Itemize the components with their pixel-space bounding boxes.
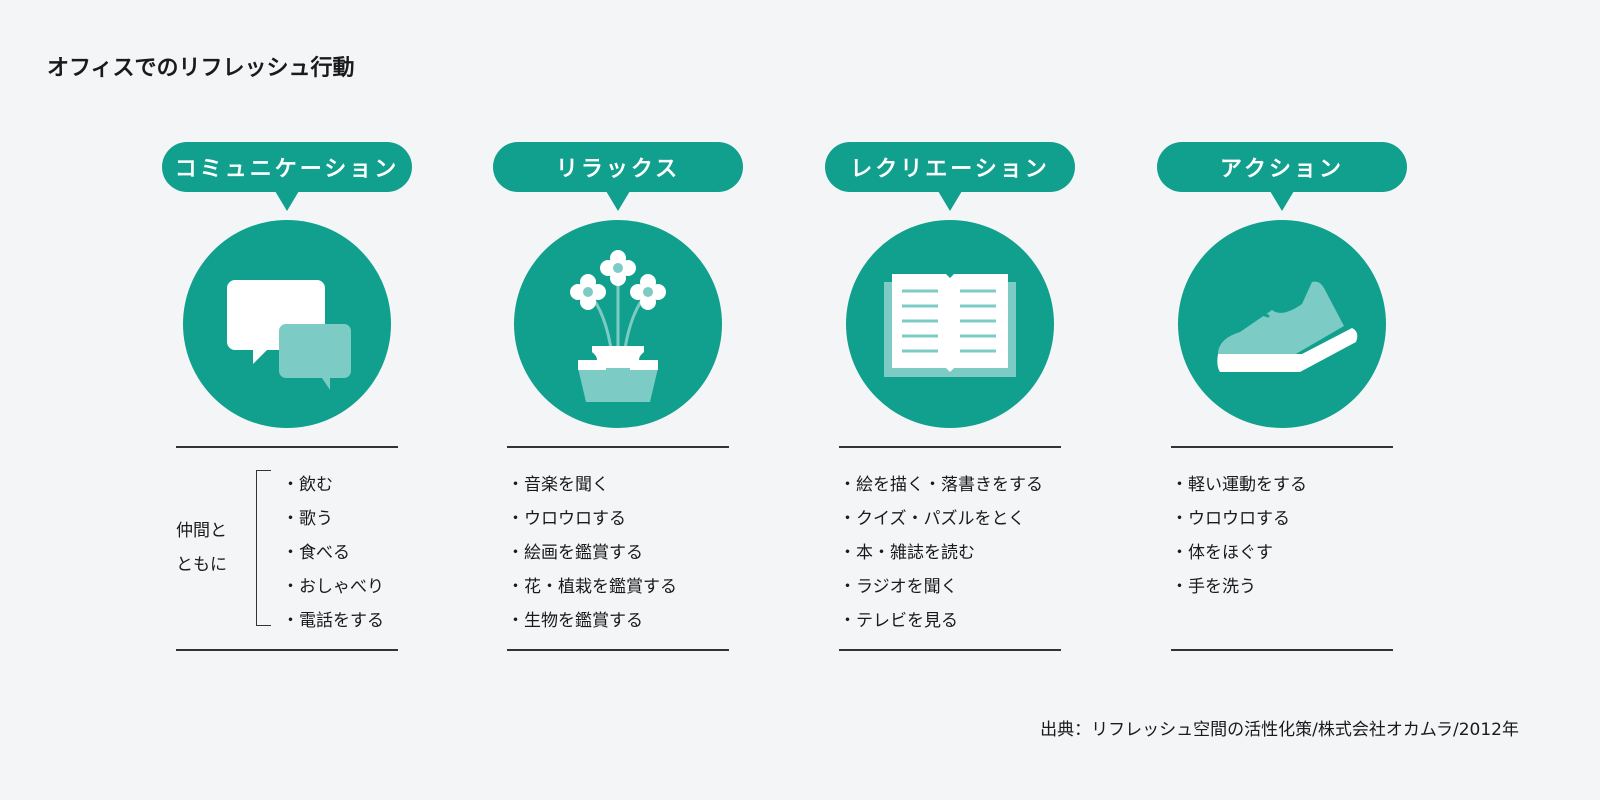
open-book-icon: [846, 220, 1054, 428]
sneaker-icon: [1178, 220, 1386, 428]
item-list: ・飲む・歌う・食べる・おしゃべり・電話をする: [282, 468, 522, 638]
list-item: ・絵を描く・落書きをする: [839, 475, 1043, 495]
item-list: ・絵を描く・落書きをする・クイズ・パズルをとく・本・雑誌を読む・ラジオを聞く・テ…: [839, 468, 1079, 638]
category-label: レクリエーション: [825, 142, 1075, 192]
divider-bottom: [839, 649, 1061, 651]
pill-tail: [938, 191, 962, 211]
category-label: リラックス: [493, 142, 743, 192]
list-item: ・絵画を鑑賞する: [507, 543, 643, 563]
list-item: ・手を洗う: [1171, 577, 1256, 597]
list-item: ・飲む: [282, 475, 333, 495]
pill-tail: [1270, 191, 1294, 211]
category-label: アクション: [1157, 142, 1407, 192]
flower-vase-icon: [514, 220, 722, 428]
divider-top: [1171, 446, 1393, 448]
list-item: ・電話をする: [282, 611, 384, 631]
list-item: ・テレビを見る: [839, 611, 958, 631]
list-item: ・クイズ・パズルをとく: [839, 509, 1025, 529]
list-item: ・花・植栽を鑑賞する: [507, 577, 677, 597]
list-item: ・ラジオを聞く: [839, 577, 958, 597]
speech-bubbles-icon: [183, 220, 391, 428]
divider-top: [839, 446, 1061, 448]
item-list: ・軽い運動をする・ウロウロする・体をほぐす・手を洗う: [1171, 468, 1411, 604]
list-item: ・生物を鑑賞する: [507, 611, 643, 631]
item-list: ・音楽を聞く・ウロウロする・絵画を鑑賞する・花・植栽を鑑賞する・生物を鑑賞する: [507, 468, 747, 638]
divider-bottom: [1171, 649, 1393, 651]
list-item: ・体をほぐす: [1171, 543, 1273, 563]
list-item: ・おしゃべり: [282, 577, 384, 597]
list-item: ・軽い運動をする: [1171, 475, 1307, 495]
list-item: ・音楽を聞く: [507, 475, 609, 495]
list-item: ・本・雑誌を読む: [839, 543, 975, 563]
pill-tail: [606, 191, 630, 211]
group-label-line: ともに: [176, 555, 227, 575]
divider-bottom: [507, 649, 729, 651]
divider-top: [176, 446, 398, 448]
page-title: オフィスでのリフレッシュ行動: [47, 56, 355, 81]
category-label: コミュニケーション: [162, 142, 412, 192]
source-citation: 出典：リフレッシュ空間の活性化策/株式会社オカムラ/2012年: [1040, 720, 1519, 740]
divider-top: [507, 446, 729, 448]
divider-bottom: [176, 649, 398, 651]
list-item: ・ウロウロする: [1171, 509, 1290, 529]
list-item: ・歌う: [282, 509, 333, 529]
group-label-line: 仲間と: [176, 521, 227, 541]
bracket: [256, 470, 271, 626]
list-item: ・ウロウロする: [507, 509, 626, 529]
list-item: ・食べる: [282, 543, 350, 563]
pill-tail: [275, 191, 299, 211]
group-label: 仲間と ともに: [176, 514, 227, 582]
